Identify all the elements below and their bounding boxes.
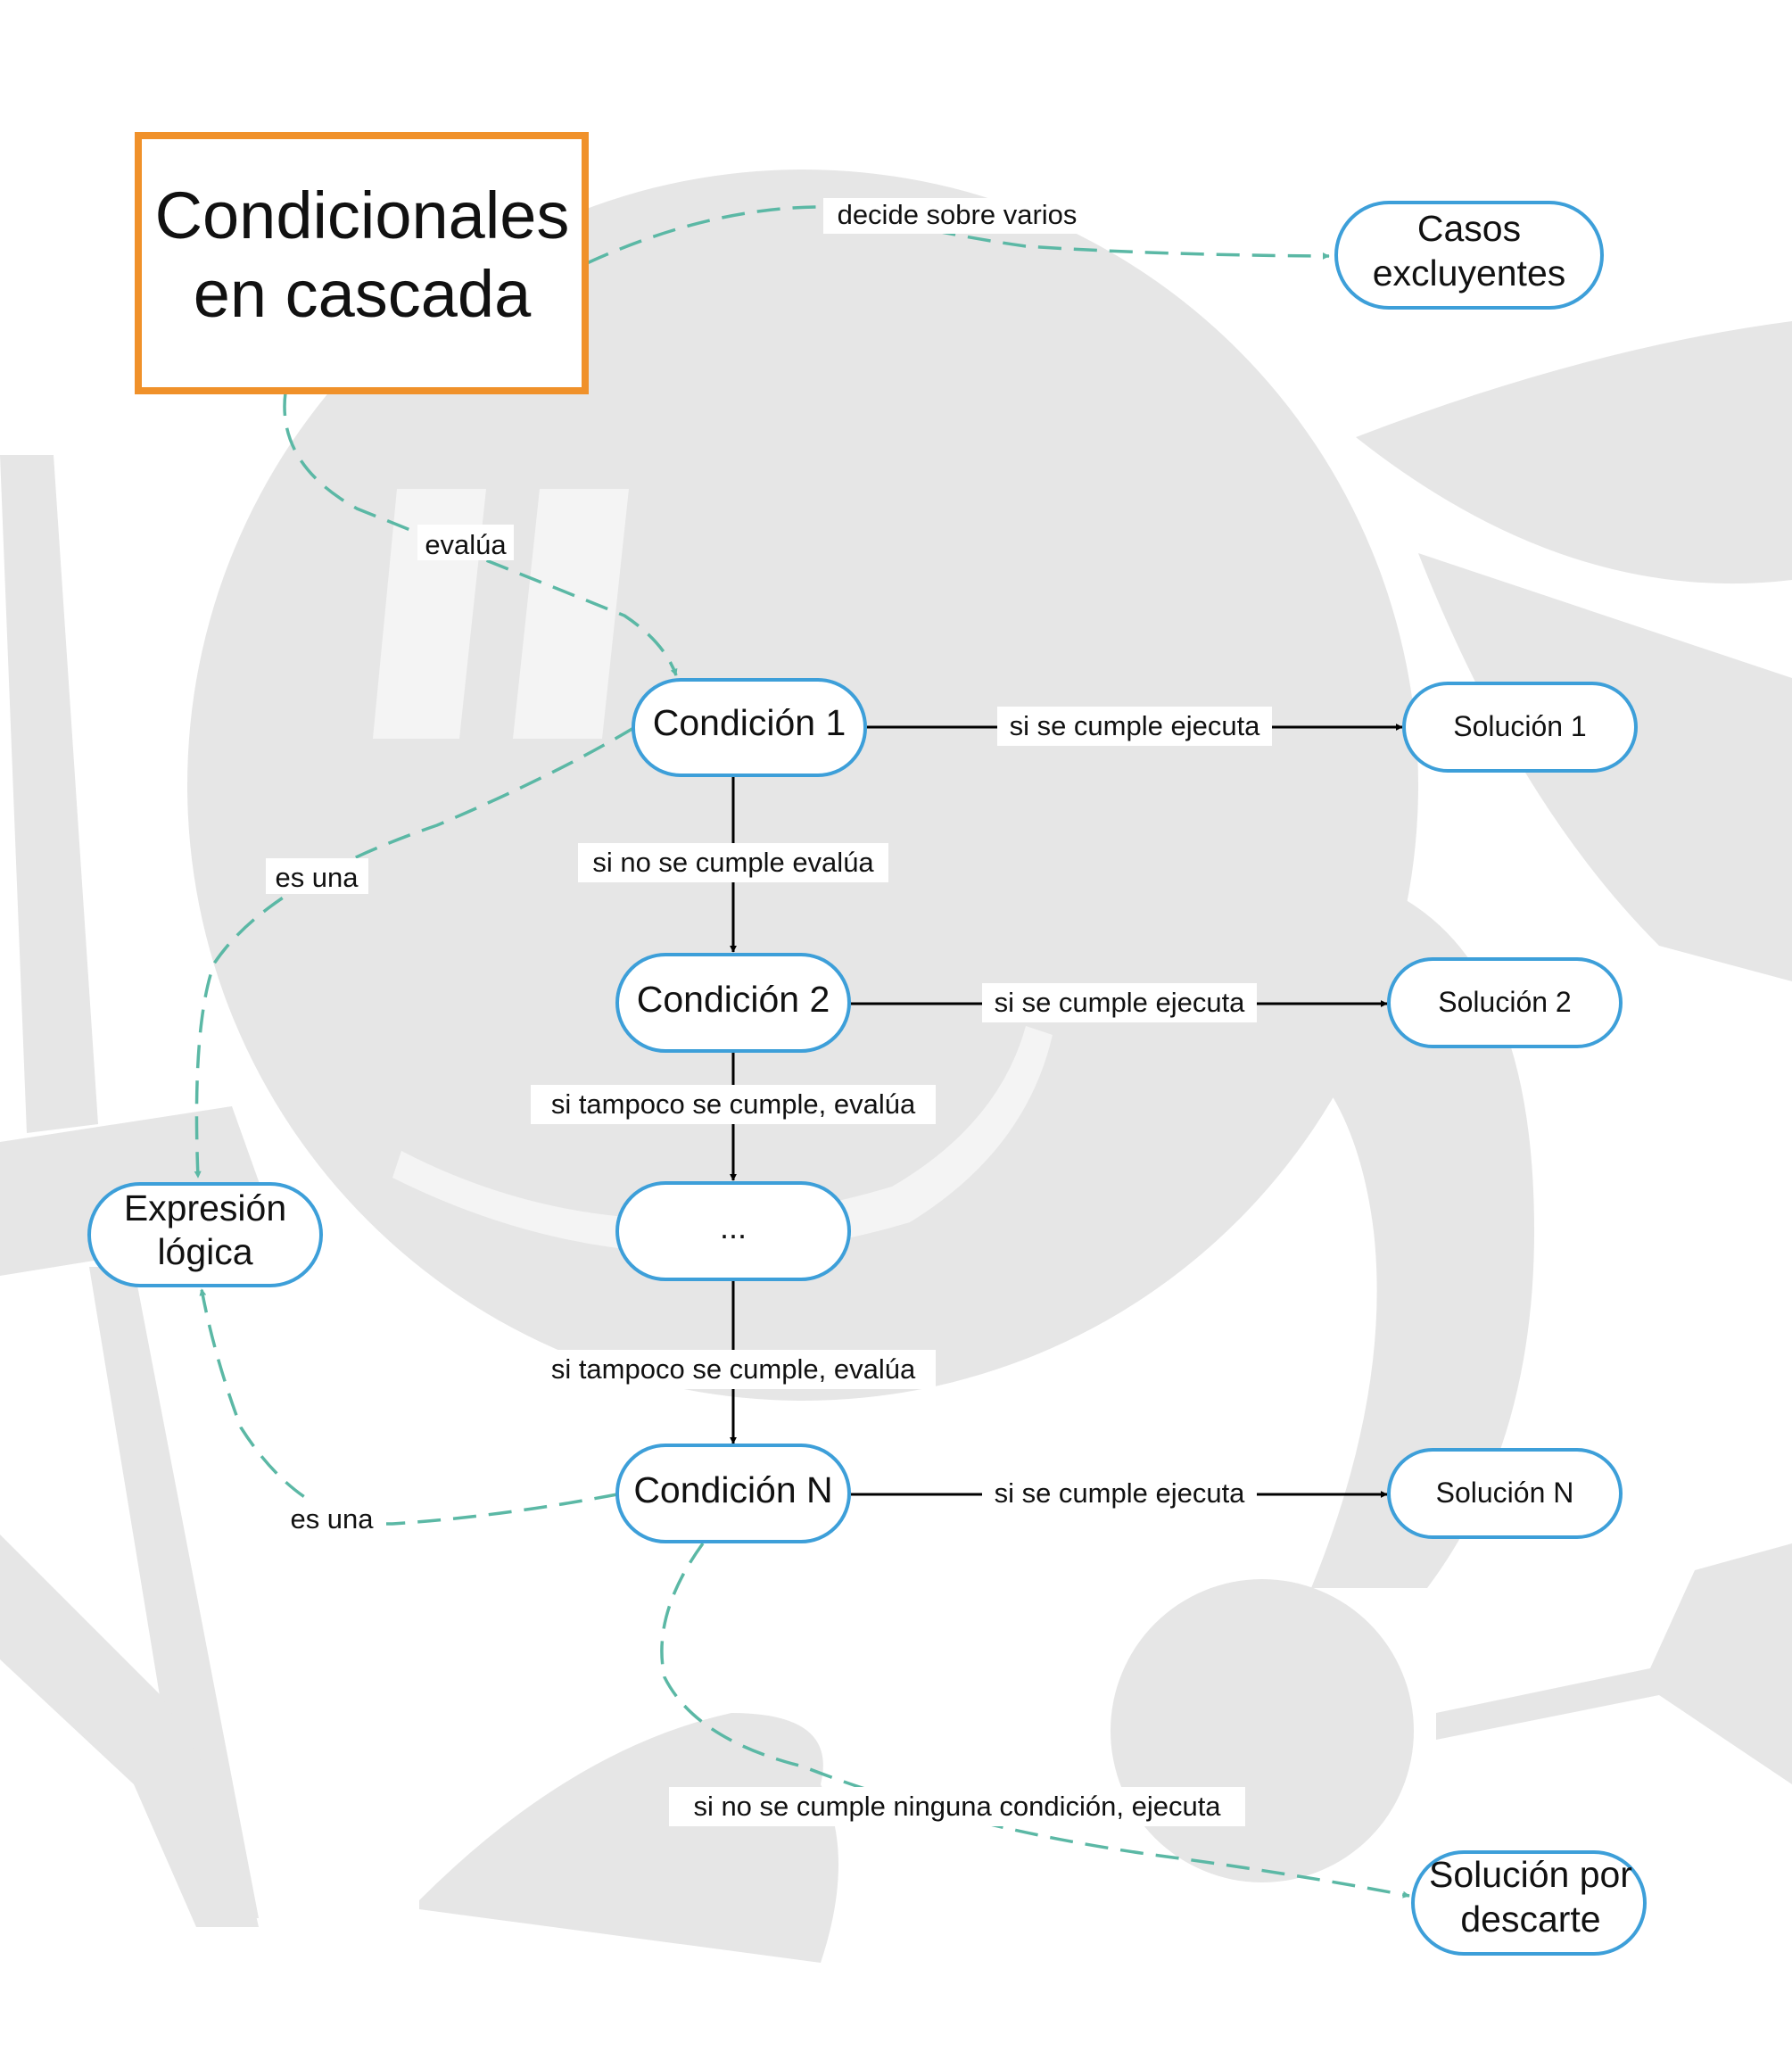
casos-line-2: excluyentes — [1373, 252, 1566, 294]
edge-label-cumple-1: si se cumple ejecuta — [1010, 710, 1261, 741]
edge-label-ninguna: si no se cumple ninguna condición, ejecu… — [693, 1791, 1221, 1822]
node-expresion-logica: Expresión lógica — [87, 1182, 323, 1287]
edge-label-no-cumple: si no se cumple evalúa — [592, 847, 874, 878]
edge-labels: decide sobre varios evalúa es una es una… — [266, 198, 1272, 1826]
edge-label-cumple-n: si se cumple ejecuta — [995, 1477, 1246, 1509]
node-condicion-2: Condición 2 — [615, 953, 851, 1053]
edge-label-decide: decide sobre varios — [838, 199, 1078, 230]
edge-label-es-una-2: es una — [290, 1503, 374, 1535]
descarte-line-1: Solución por — [1429, 1854, 1632, 1895]
title-line-1: Condicionales — [155, 178, 570, 252]
node-condicion-1: Condición 1 — [632, 678, 867, 777]
expresion-line-1: Expresión — [124, 1187, 286, 1229]
node-condicion-n: Condición N — [615, 1444, 851, 1543]
edge-label-es-una-1: es una — [275, 862, 359, 893]
expresion-line-2: lógica — [157, 1231, 252, 1272]
title-line-2: en cascada — [194, 257, 532, 331]
casos-line-1: Casos — [1417, 208, 1521, 249]
edge-label-evalua: evalúa — [425, 529, 507, 560]
node-solucion-2: Solución 2 — [1387, 957, 1623, 1048]
edge-label-cumple-2: si se cumple ejecuta — [995, 987, 1246, 1018]
condicion-1-label: Condición 1 — [653, 702, 846, 743]
watermark-background — [0, 170, 1792, 1963]
node-casos-excluyentes: Casos excluyentes — [1334, 201, 1604, 310]
node-solucion-por-descarte: Solución por descarte — [1411, 1850, 1647, 1956]
title-node: Condicionales en cascada — [135, 132, 589, 394]
descarte-line-2: descarte — [1460, 1899, 1600, 1940]
edge-label-tampoco-2: si tampoco se cumple, evalúa — [551, 1353, 916, 1385]
node-solucion-n: Solución N — [1387, 1448, 1623, 1539]
edge-label-tampoco-1: si tampoco se cumple, evalúa — [551, 1088, 916, 1120]
solucion-2-label: Solución 2 — [1438, 986, 1571, 1018]
condicion-n-label: Condición N — [633, 1469, 832, 1510]
condicion-2-label: Condición 2 — [637, 979, 830, 1020]
dots-label: ... — [720, 1209, 747, 1245]
node-solucion-1: Solución 1 — [1402, 682, 1638, 773]
node-dots: ... — [615, 1181, 851, 1281]
solucion-1-label: Solución 1 — [1453, 710, 1586, 742]
solucion-n-label: Solución N — [1436, 1477, 1574, 1509]
